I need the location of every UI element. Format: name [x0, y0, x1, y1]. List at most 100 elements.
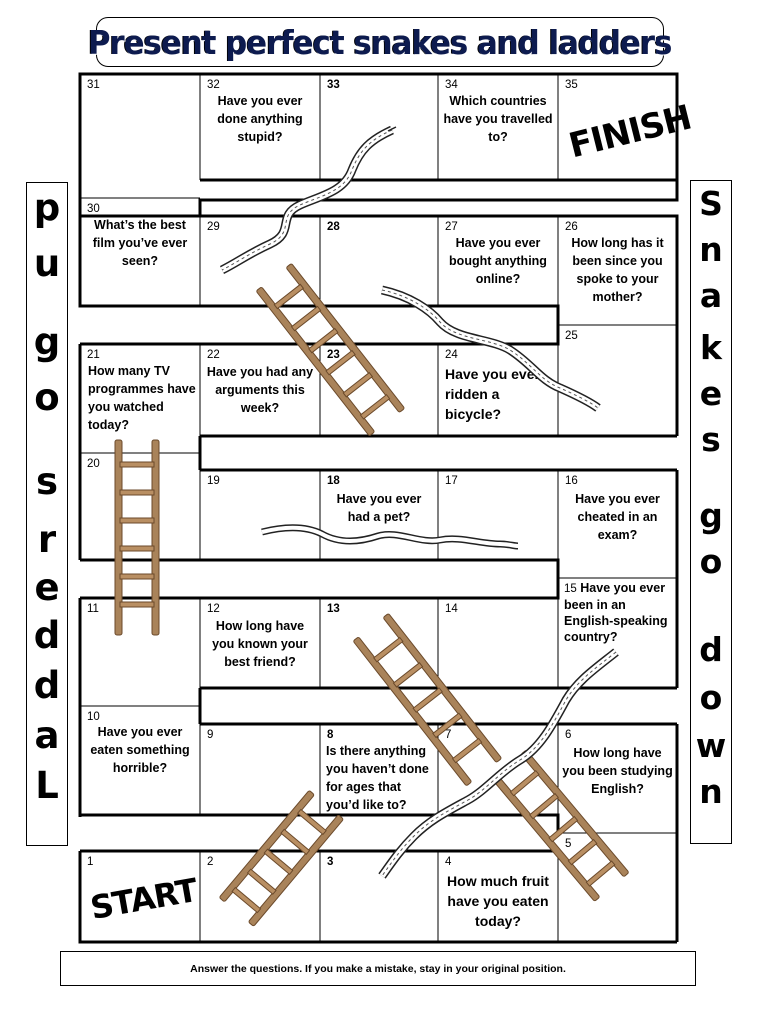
square-number: 28 [327, 221, 340, 233]
square-16: 16 Have you ever cheated in an exam? [558, 470, 677, 578]
square-35: 35 [558, 74, 677, 180]
square-number: 34 [445, 79, 458, 91]
banner-letter: w [695, 726, 727, 765]
square-number: 10 [87, 711, 100, 723]
square-number: 19 [207, 475, 220, 487]
square-number: 24 [445, 349, 458, 361]
instructions-footer: Answer the questions. If you make a mist… [60, 951, 696, 986]
square-32: 32 Have you ever done anything stupid? [200, 74, 320, 180]
square-2: 2 [200, 851, 320, 942]
square-33: 33 [320, 74, 438, 180]
square-number: 30 [87, 203, 100, 215]
square-question: Have you had any arguments this week? [206, 365, 314, 415]
square-3: 3 [320, 851, 438, 942]
banner-letter: d [699, 630, 723, 669]
square-question: What’s the best film you’ve ever seen? [92, 218, 188, 268]
banner-letter: S [699, 184, 723, 223]
square-number: 35 [565, 79, 578, 91]
square-question: Have you ever ridden a bicycle? [445, 366, 540, 422]
square-number: 17 [445, 475, 458, 487]
banner-letter: L [35, 764, 59, 807]
square-11: 11 [80, 598, 200, 706]
square-5: 5 [558, 833, 677, 942]
square-21: 21 How many TV programmes have you watch… [80, 344, 200, 453]
square-number: 13 [327, 603, 340, 615]
square-number: 32 [207, 79, 220, 91]
banner-letter: u [33, 242, 61, 285]
square-26: 26 How long has it been since you spoke … [558, 216, 677, 325]
square-question: Have you ever bought anything online? [449, 236, 547, 286]
banner-letter: s [35, 460, 59, 503]
square-number: 16 [565, 475, 578, 487]
square-29: 29 [200, 216, 320, 306]
square-6: 6 How long have you been studying Englis… [558, 724, 677, 833]
banner-letter: e [34, 566, 60, 609]
ladders-go-up-banner: p u g o s r e d d a L [26, 182, 68, 846]
square-question: How long have you known your best friend… [212, 619, 308, 669]
square-9: 9 [200, 724, 320, 815]
banner-letter: p [33, 186, 61, 229]
square-34: 34 Which countries have you travelled to… [438, 74, 558, 180]
title-banner: Present perfect snakes and ladders [88, 17, 673, 67]
square-question-text: Have you ever been in an English-speakin… [564, 581, 668, 644]
square-15: 15 Have you ever been in an English-spea… [558, 578, 677, 688]
banner-letter: d [33, 614, 61, 657]
square-number: 14 [445, 603, 458, 615]
square-22: 22 Have you had any arguments this week? [200, 344, 320, 436]
banner-letter: a [34, 714, 60, 757]
square-1: 1 [80, 851, 200, 942]
square-question: Have you ever had a pet? [336, 492, 422, 524]
banner-letter: g [699, 496, 723, 535]
square-13: 13 [320, 598, 438, 688]
square-number: 5 [565, 838, 572, 850]
square-number: 29 [207, 221, 220, 233]
banner-letter: s [701, 420, 721, 459]
square-number: 3 [327, 856, 334, 868]
square-number: 25 [565, 330, 578, 342]
banner-letter: e [699, 374, 723, 413]
square-20: 20 [80, 453, 200, 560]
square-question: Have you ever done anything stupid? [217, 94, 303, 144]
snakes-go-down-banner: S n a k e s g o d o w n [690, 180, 732, 844]
square-question: How much fruit have you eaten today? [447, 873, 549, 929]
square-number: 12 [207, 603, 220, 615]
square-number: 26 [565, 221, 578, 233]
square-19: 19 [200, 470, 320, 560]
square-number: 21 [87, 349, 100, 361]
square-10: 10 Have you ever eaten something horribl… [80, 706, 200, 815]
square-number: 20 [87, 458, 100, 470]
banner-letter: o [699, 678, 723, 717]
square-question: Which countries have you travelled to? [443, 94, 553, 144]
square-number: 7 [445, 729, 452, 741]
square-7: 7 [438, 724, 558, 815]
square-question: Have you ever cheated in an exam? [575, 492, 660, 542]
square-12: 12 How long have you known your best fri… [200, 598, 320, 688]
square-number: 18 [327, 475, 340, 487]
square-number: 6 [565, 729, 572, 741]
square-17: 17 [438, 470, 558, 560]
square-number: 9 [207, 729, 214, 741]
banner-letter: d [33, 664, 61, 707]
square-question: How many TV programmes have you watched … [88, 364, 196, 432]
square-question: Is there anything you haven’t done for a… [326, 744, 429, 812]
square-number: 1 [87, 856, 94, 868]
banner-letter: a [699, 276, 723, 315]
square-25: 25 [558, 325, 677, 436]
square-23: 23 [320, 344, 438, 436]
banner-letter: g [33, 320, 61, 363]
square-30: 30 What’s the best film you’ve ever seen… [80, 198, 200, 306]
square-24: 24 Have you ever ridden a bicycle? [438, 344, 558, 436]
banner-letter: o [699, 542, 723, 581]
square-number: 27 [445, 221, 458, 233]
square-4: 4 How much fruit have you eaten today? [438, 851, 558, 942]
square-14: 14 [438, 598, 558, 688]
square-27: 27 Have you ever bought anything online? [438, 216, 558, 306]
square-question: How long have you been studying English? [562, 746, 673, 796]
square-question: How long has it been since you spoke to … [571, 236, 664, 304]
banner-letter: r [37, 518, 57, 561]
square-question: Have you ever eaten something horrible? [90, 725, 190, 775]
banner-letter: o [34, 376, 60, 419]
square-number: 31 [87, 79, 100, 91]
banner-letter: n [699, 772, 723, 811]
banner-letter: k [700, 328, 722, 367]
